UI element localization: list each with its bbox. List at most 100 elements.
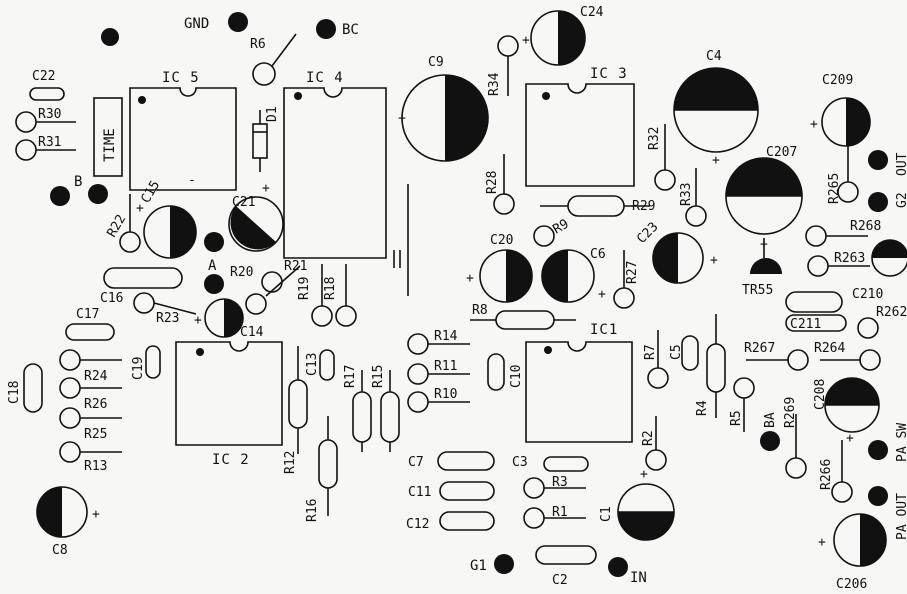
- capacitor-c10: [487, 353, 505, 391]
- resistor-r267: [746, 349, 809, 371]
- capacitor-c11: [439, 481, 495, 501]
- label-g2: G2: [895, 192, 907, 208]
- resistor-r17: [352, 370, 372, 452]
- label-r7: R7: [643, 344, 658, 360]
- capacitor-c211: [785, 314, 847, 332]
- pad-g1: [494, 554, 514, 574]
- label-r4: R4: [695, 400, 710, 416]
- capacitor-c13: [319, 349, 335, 381]
- label-c16: C16: [100, 291, 123, 306]
- label-ic5: IC 5: [162, 70, 200, 86]
- label-r8: R8: [472, 303, 488, 318]
- resistor-r6: [252, 33, 297, 86]
- resistor-r13: [59, 441, 122, 463]
- label-c1: C1: [599, 506, 614, 522]
- resistor-r18: [335, 264, 357, 327]
- resistor-r27: [613, 250, 635, 309]
- label-r264: R264: [814, 341, 845, 356]
- label-ic2: IC 2: [212, 452, 250, 468]
- pad-out: [868, 150, 888, 170]
- ic1-package: [525, 341, 633, 443]
- capacitor-c15: [143, 205, 197, 259]
- label-c17: C17: [76, 307, 99, 322]
- label-c207: C207: [766, 145, 797, 160]
- capacitor-c208: [824, 377, 880, 433]
- label-bc: BC: [342, 22, 359, 38]
- label-c18: C18: [7, 381, 22, 404]
- label-r32: R32: [647, 127, 662, 150]
- label-c14: C14: [240, 325, 264, 340]
- resistor-r23: [133, 292, 197, 315]
- pad-in: [608, 557, 628, 577]
- label-r263: R263: [834, 251, 865, 266]
- pad-bc: [316, 19, 336, 39]
- capacitor-c24: [530, 10, 586, 66]
- label-r2: R2: [641, 430, 656, 446]
- label-pa-out: PA OUT: [895, 493, 907, 540]
- capacitor-c21: [228, 196, 284, 252]
- component-right-edge: [871, 239, 907, 277]
- resistor-r8: [470, 310, 576, 330]
- resistor-r268: [805, 225, 868, 247]
- label-r12: R12: [283, 451, 298, 474]
- pad-a: [204, 274, 224, 294]
- label-r22: R22: [104, 212, 129, 240]
- resistor-r21: [261, 271, 283, 293]
- label-c209: C209: [822, 73, 853, 88]
- plus-mark: +: [466, 271, 474, 286]
- capacitor-c3: [543, 456, 589, 472]
- resistor-r26: [59, 377, 122, 399]
- label-c19: C19: [131, 357, 146, 380]
- capacitor-c12: [439, 511, 495, 531]
- resistor-r9-pad: [533, 225, 555, 247]
- plus-mark: +: [398, 111, 406, 126]
- resistor-r3: [523, 477, 586, 499]
- pad-g2: [868, 192, 888, 212]
- label-c6: C6: [590, 247, 606, 262]
- label-r16: R16: [305, 499, 320, 522]
- capacitor-c18: [23, 363, 43, 413]
- label-r23: R23: [156, 311, 179, 326]
- plus-mark: +: [194, 313, 202, 328]
- capacitor-c209: [821, 97, 871, 147]
- resistor-r10: [407, 391, 470, 413]
- label-r30: R30: [38, 107, 61, 122]
- transistor-tr55: [750, 238, 782, 274]
- capacitor-c16: [103, 267, 183, 289]
- label-c20: C20: [490, 233, 513, 248]
- pad-a-top: [204, 232, 224, 252]
- label-gnd: GND: [184, 16, 209, 32]
- capacitor-c206: [833, 513, 887, 567]
- plus-mark: +: [92, 507, 100, 522]
- resistor-r7: [647, 330, 669, 389]
- label-r27: R27: [625, 261, 640, 284]
- resistor-r1: [523, 507, 586, 529]
- label-r20: R20: [230, 265, 253, 280]
- label-ic4: IC 4: [306, 70, 344, 86]
- time-label-box: [93, 97, 123, 177]
- plus-mark: +: [712, 153, 720, 168]
- label-r33: R33: [679, 183, 694, 206]
- label-c7: C7: [408, 455, 424, 470]
- resistor-r34: [497, 35, 519, 96]
- resistor-r25: [59, 407, 122, 429]
- label-c12: C12: [406, 517, 429, 532]
- label-ic1: IC1: [590, 322, 618, 338]
- plus-mark: +: [760, 237, 768, 252]
- label-c5: C5: [669, 344, 684, 360]
- capacitor-c14: [204, 298, 244, 338]
- resistor-r24: [59, 349, 122, 371]
- label-r268: R268: [850, 219, 881, 234]
- label-r26: R26: [84, 397, 107, 412]
- resistor-r15: [380, 370, 400, 452]
- label-r265: R265: [827, 173, 842, 204]
- resistor-r265: [837, 144, 859, 203]
- resistor-r31: [15, 139, 76, 161]
- resistor-r264: [820, 349, 881, 371]
- label-r1: R1: [552, 505, 568, 520]
- label-g1: G1: [470, 558, 487, 574]
- label-r3: R3: [552, 475, 568, 490]
- pad-b: [88, 184, 108, 204]
- label-c21: C21: [232, 195, 255, 210]
